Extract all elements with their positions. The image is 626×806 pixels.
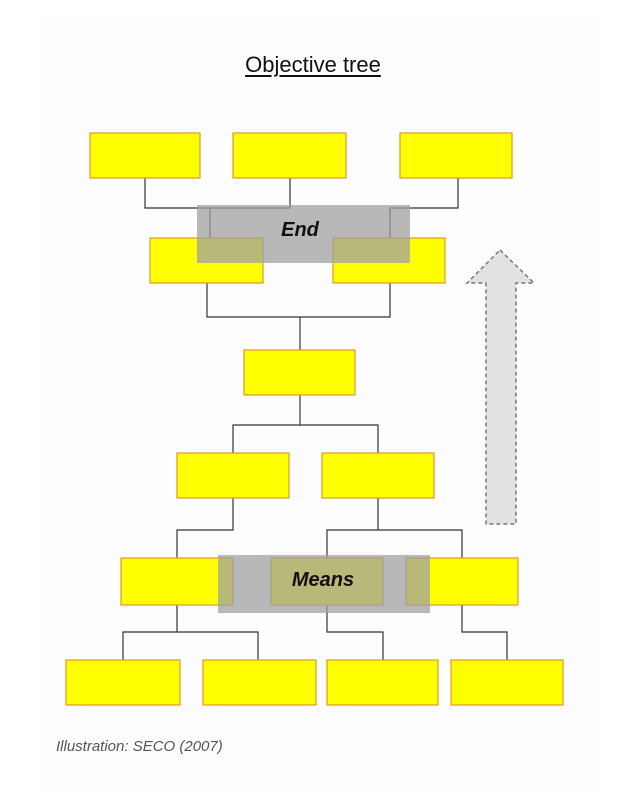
upward-arrow-icon	[465, 248, 536, 525]
figure-caption: Illustration: SECO (2007)	[56, 738, 223, 755]
objective-box-bottom-1	[65, 659, 181, 706]
objective-box-top-2	[232, 132, 347, 179]
objective-box-top-3	[399, 132, 513, 179]
connectors-lower-middle	[232, 395, 379, 453]
objective-box-means-left	[120, 557, 234, 606]
end-label: End	[281, 219, 320, 241]
means-band	[218, 555, 430, 613]
objective-box-central	[243, 349, 356, 396]
connectors-upper-middle	[206, 283, 391, 350]
objective-box-top-1	[89, 132, 201, 179]
connectors-level-five	[176, 498, 463, 558]
objective-box-bottom-4	[450, 659, 564, 706]
objective-box-bottom-3	[326, 659, 439, 706]
connectors-bottom	[122, 605, 508, 660]
means-label: Means	[292, 569, 354, 591]
diagram-title: Objective tree	[245, 52, 381, 77]
end-band	[197, 205, 410, 263]
objective-box-middle-right	[321, 452, 435, 499]
objective-box-middle-left	[176, 452, 290, 499]
objective-box-bottom-2	[202, 659, 317, 706]
